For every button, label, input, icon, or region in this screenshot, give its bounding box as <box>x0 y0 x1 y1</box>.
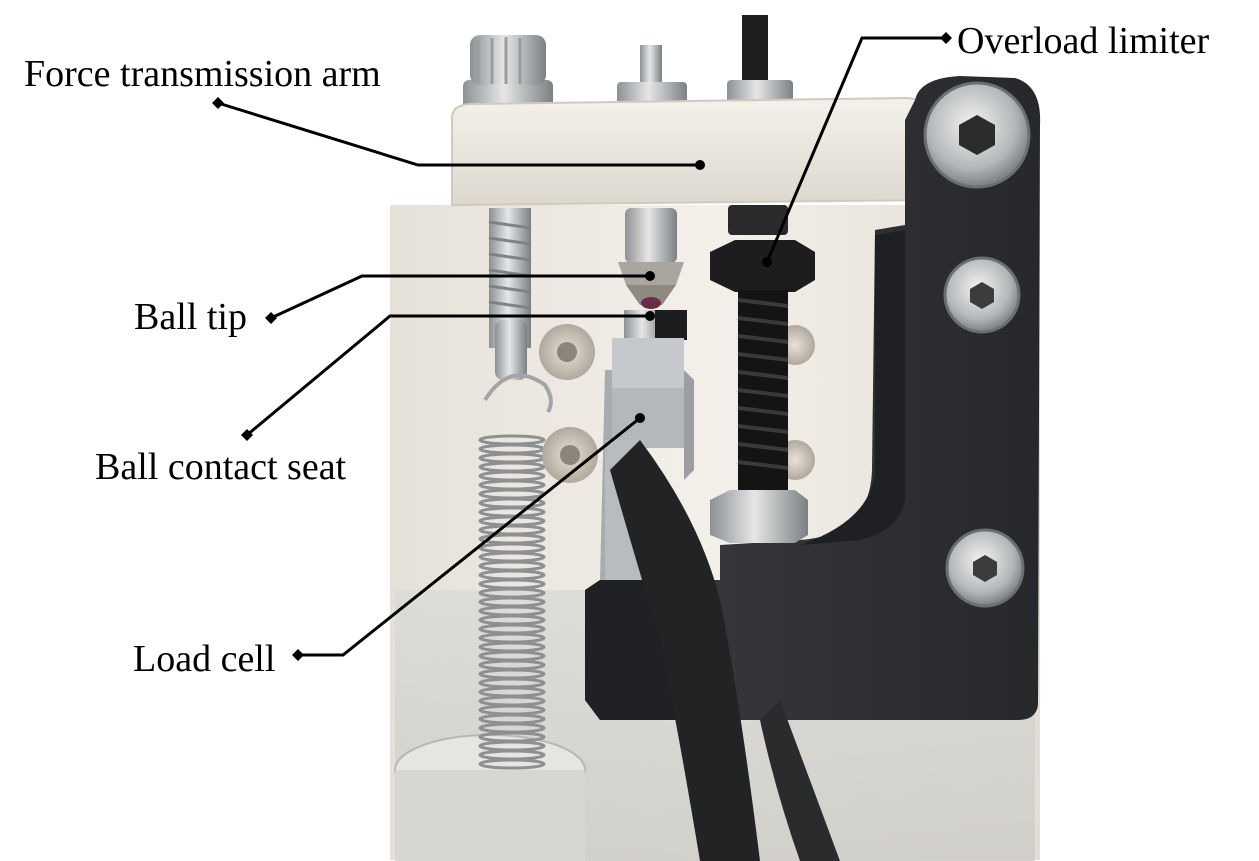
leader-end-dot <box>635 413 645 423</box>
leader-end-marker <box>265 312 277 324</box>
leader-end-marker <box>940 32 952 44</box>
leader-ball-contact-seat <box>246 314 650 437</box>
black-bracket <box>585 76 1041 720</box>
leader-ball-tip <box>270 274 650 320</box>
label-overload-limiter: Overload limiter <box>957 20 1210 62</box>
label-load-cell: Load cell <box>133 638 276 680</box>
label-force-transmission-arm: Force transmission arm <box>24 53 381 95</box>
spring-screw <box>483 208 553 414</box>
bracket-bolt-top <box>923 81 1031 189</box>
leader-end-dot <box>762 257 772 267</box>
leader-end-dot <box>645 311 655 321</box>
label-ball-contact-seat: Ball contact seat <box>95 446 347 488</box>
top-stud <box>617 45 687 106</box>
spring-coil <box>478 758 546 770</box>
leader-end-dot <box>645 271 655 281</box>
leader-load-cell <box>298 416 641 657</box>
extension-spring <box>478 434 546 770</box>
leader-overload-limiter <box>765 36 946 263</box>
leader-end-marker <box>212 97 224 109</box>
overload-limiter-shape <box>710 205 815 543</box>
leader-end-dot <box>695 160 705 170</box>
bracket-bolt-lower <box>945 528 1025 608</box>
leader-end-marker <box>292 649 304 661</box>
leader-end-marker <box>241 429 253 441</box>
leader-force-transmission-arm <box>217 101 700 167</box>
load-cell-cable <box>610 440 760 861</box>
bracket-bolt-middle <box>943 256 1021 334</box>
body-washer-1 <box>539 324 595 380</box>
label-ball-tip: Ball tip <box>134 296 247 338</box>
body-washer-2 <box>542 427 598 483</box>
